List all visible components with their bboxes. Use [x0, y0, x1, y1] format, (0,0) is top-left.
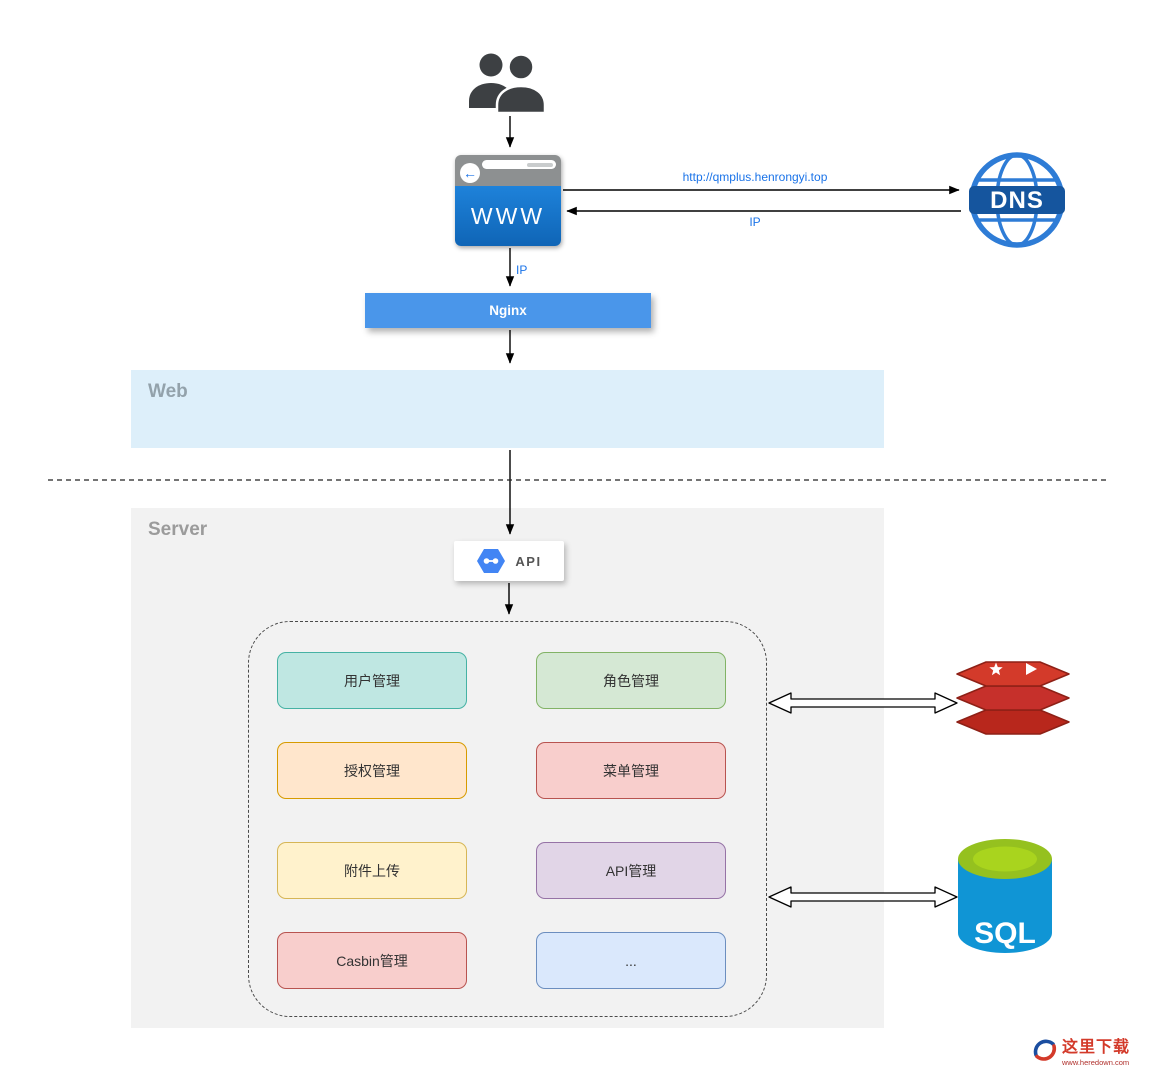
- web-section: Web: [131, 370, 884, 448]
- web-section-label: Web: [148, 381, 188, 402]
- module-label: ...: [625, 952, 637, 969]
- watermark: 这里下载 www.heredown.com: [1032, 1033, 1130, 1067]
- browser-node: ← WWW: [455, 155, 561, 246]
- dns-globe-icon: DNS: [969, 152, 1065, 248]
- module-more: ...: [536, 932, 726, 989]
- module-attachment-upload: 附件上传: [277, 842, 467, 899]
- module-api-management: API管理: [536, 842, 726, 899]
- module-label: API管理: [605, 862, 657, 879]
- module-label: 角色管理: [603, 672, 659, 689]
- users-icon: [469, 53, 547, 115]
- edge-label-dns-response: IP: [749, 215, 761, 229]
- back-arrow-icon: ←: [460, 163, 480, 183]
- sql-label: SQL: [974, 917, 1036, 950]
- heredown-logo-icon: [1033, 1039, 1057, 1061]
- api-label: API: [515, 553, 542, 569]
- addressbar-pill: [527, 162, 553, 167]
- module-label: 菜单管理: [603, 762, 659, 779]
- browser-label: WWW: [470, 202, 546, 229]
- browser-body: WWW: [455, 186, 561, 246]
- server-section: Server: [131, 508, 884, 1028]
- edge-modules-redis-double-arrow: [768, 692, 958, 714]
- api-hexagon-icon: [477, 549, 506, 573]
- nginx-label: Nginx: [489, 303, 527, 318]
- redis-icon: [956, 661, 1070, 735]
- dns-label: DNS: [990, 187, 1044, 214]
- api-node: API: [454, 541, 564, 581]
- module-casbin-management: Casbin管理: [277, 932, 467, 989]
- watermark-url: www.heredown.com: [1062, 1058, 1130, 1067]
- module-label: Casbin管理: [336, 952, 408, 969]
- edge-modules-sql-double-arrow: [768, 886, 958, 908]
- module-user-management: 用户管理: [277, 652, 467, 709]
- module-group-box: [248, 621, 767, 1017]
- browser-addressbar: [482, 160, 556, 169]
- module-auth-management: 授权管理: [277, 742, 467, 799]
- server-section-label: Server: [148, 519, 208, 540]
- module-label: 附件上传: [344, 862, 400, 879]
- sql-database-icon: SQL: [958, 839, 1052, 953]
- watermark-text: 这里下载 www.heredown.com: [1062, 1033, 1130, 1067]
- nginx-node: Nginx: [365, 293, 651, 328]
- module-label: 用户管理: [344, 672, 400, 689]
- edge-label-dns-request: http://qmplus.henrongyi.top: [682, 170, 828, 184]
- module-role-management: 角色管理: [536, 652, 726, 709]
- watermark-title: 这里下载: [1062, 1039, 1131, 1056]
- edge-label-browser-nginx: IP: [516, 263, 528, 277]
- module-menu-management: 菜单管理: [536, 742, 726, 799]
- browser-titlebar: ←: [455, 155, 561, 186]
- module-label: 授权管理: [344, 762, 400, 779]
